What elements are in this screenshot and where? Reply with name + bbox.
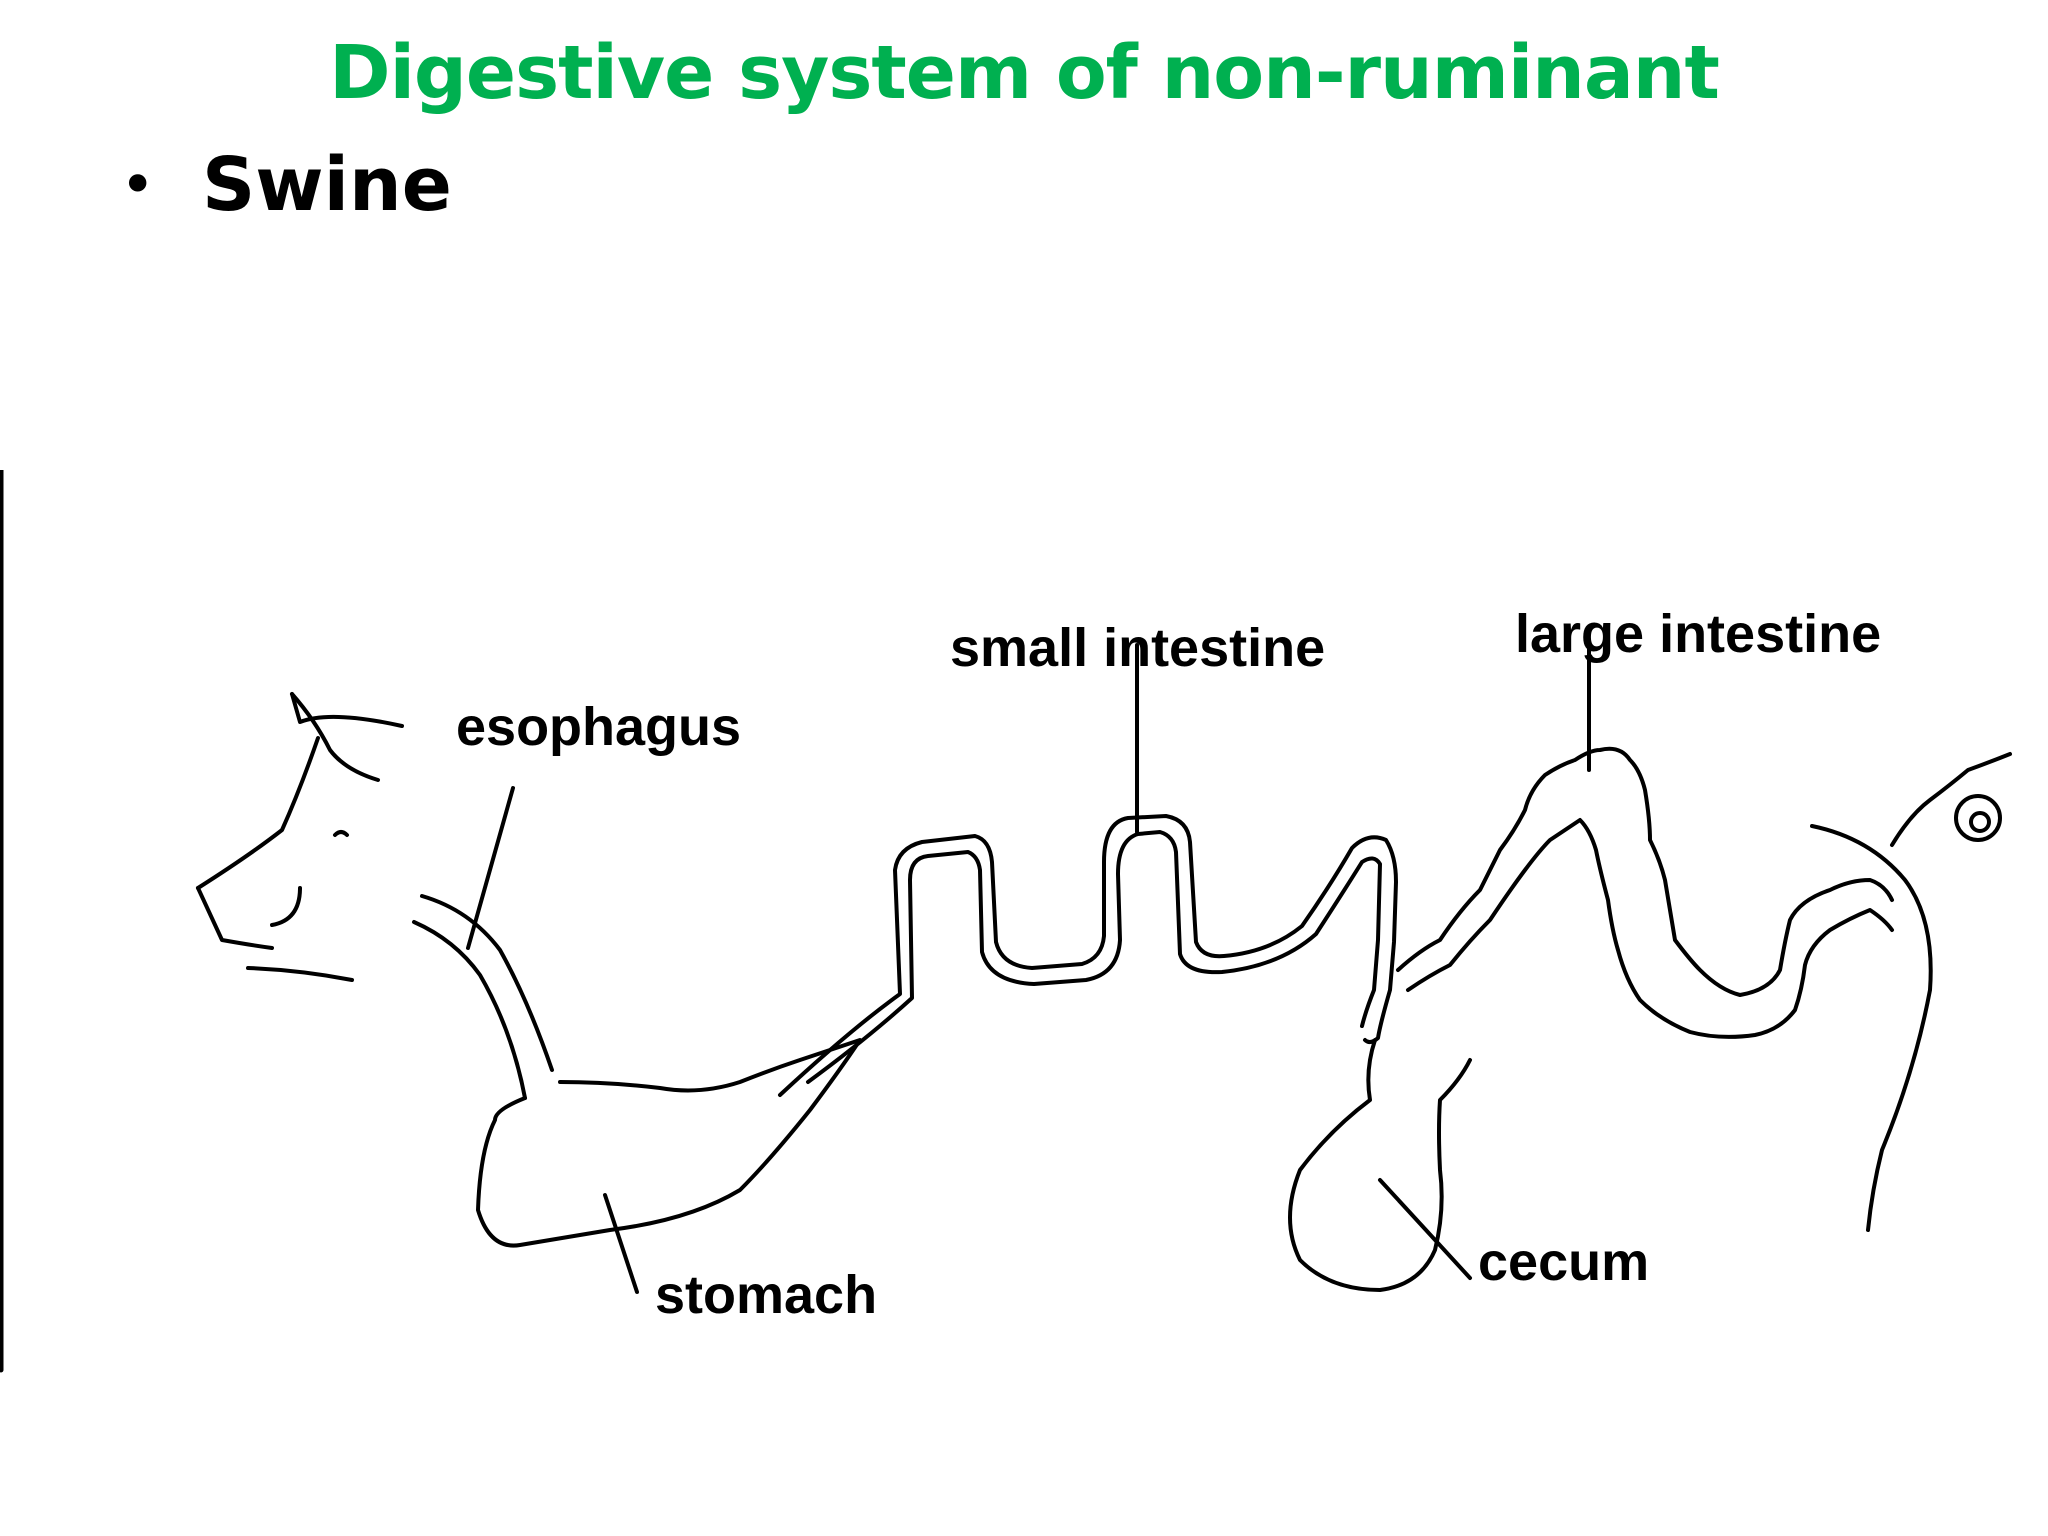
esophagus-pointer	[466, 786, 515, 950]
label-large-intestine: large intestine	[1515, 604, 1881, 664]
large-intestine-outline	[1396, 746, 1894, 1039]
stomach-outline	[476, 1038, 862, 1248]
label-esophagus: esophagus	[456, 697, 741, 757]
cecum-pointer	[1378, 1178, 1472, 1280]
pig-head-outline	[196, 692, 404, 982]
label-stomach: stomach	[655, 1265, 877, 1325]
bullet-text: Swine	[202, 142, 452, 228]
small-intestine-outline	[778, 814, 1398, 1097]
esophagus-outline	[412, 894, 554, 1100]
label-small-intestine: small intestine	[950, 618, 1325, 678]
pig-rear-and-tail-outline	[1810, 752, 2012, 1232]
bullet-list: • Swine	[120, 140, 452, 230]
slide-title: Digestive system of non-ruminant	[329, 30, 1720, 116]
label-cecum: cecum	[1478, 1232, 1649, 1292]
cecum-outline	[1288, 1038, 1472, 1292]
bullet-icon: •	[120, 150, 156, 220]
stomach-pointer	[603, 1193, 639, 1294]
swine-digestive-diagram: esophagus small intestine large intestin…	[0, 470, 2012, 1373]
bullet-item-swine: • Swine	[120, 140, 452, 230]
label-pointers	[466, 638, 1591, 1294]
